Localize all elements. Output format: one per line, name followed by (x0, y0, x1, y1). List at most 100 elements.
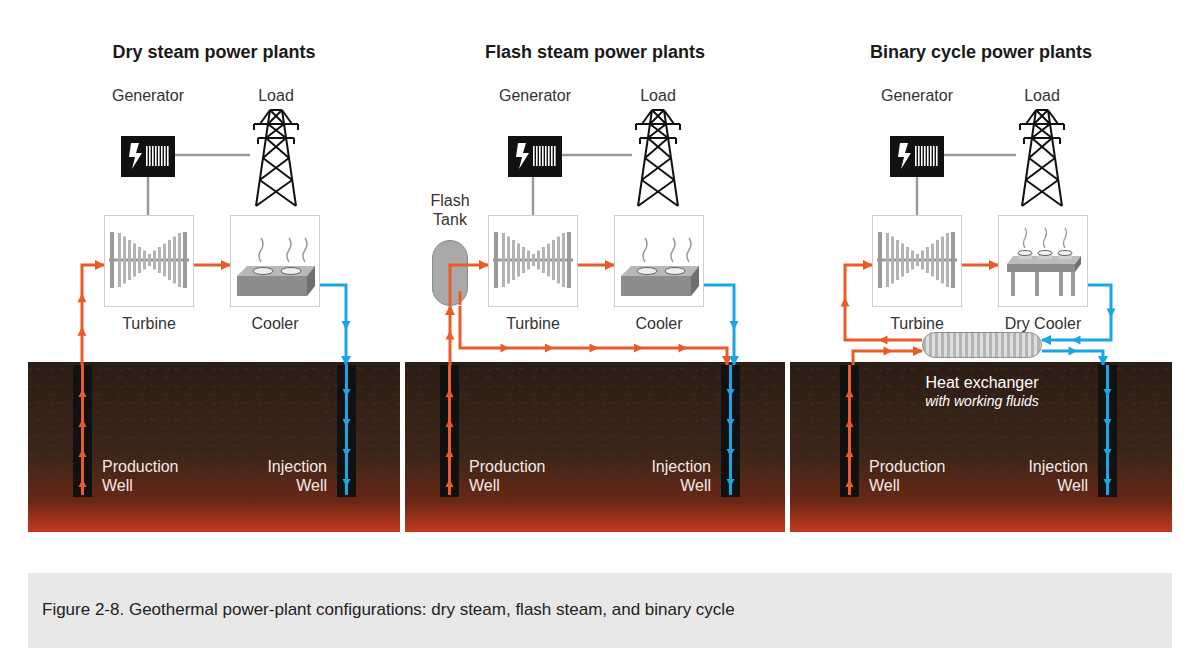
turbine-icon (489, 216, 576, 305)
flow-arrow (545, 344, 554, 353)
flow-arrow (1072, 336, 1081, 345)
node-label: Load (258, 86, 294, 105)
node-label: Cooler (251, 314, 298, 333)
connector-path (147, 177, 150, 215)
node-label: Flash Tank (430, 191, 469, 229)
hot-fluid-line (578, 265, 614, 266)
load-tower: Load (632, 108, 684, 208)
dry-cooler-icon (999, 216, 1086, 305)
flow-arrow (501, 344, 510, 353)
generator-icon (121, 136, 173, 175)
transmission-tower (250, 108, 302, 208)
well-flow (1098, 365, 1117, 497)
well-flow (721, 365, 740, 497)
node-label: Turbine (122, 314, 176, 333)
transmission-tower (632, 108, 684, 208)
panel-title: Flash steam power plants (405, 42, 785, 64)
node-label: Dry Cooler (1005, 314, 1081, 333)
connector-path (916, 177, 919, 215)
node-label: Production Well (102, 457, 179, 495)
turbine-box: Turbine (488, 215, 578, 307)
generator-box: Generator (890, 136, 944, 177)
power-line (533, 177, 534, 215)
injection-well: Injection Well (1098, 365, 1117, 497)
node-label: Turbine (890, 314, 944, 333)
dry-cooler-box: Dry Cooler (998, 215, 1088, 307)
flow-arrow (78, 293, 87, 302)
cooler-icon (615, 216, 702, 305)
hot-fluid-line (853, 347, 922, 366)
injection-well: Injection Well (721, 365, 740, 497)
node-label: Load (1024, 86, 1060, 105)
plant-panel: Binary cycle power plantsGeneratorLoadTu… (790, 20, 1172, 535)
connector-path (532, 177, 535, 215)
node-label: Generator (112, 86, 184, 105)
power-line (148, 177, 149, 215)
cold-fluid-line (1042, 347, 1103, 366)
hot-fluid-line (460, 306, 727, 365)
connector-path (562, 154, 632, 157)
flow-arrow (730, 321, 739, 330)
production-well: Production Well (73, 365, 92, 497)
connector-path (194, 264, 230, 267)
transmission-tower (1016, 108, 1068, 208)
panel-title: Dry steam power plants (28, 42, 400, 64)
plant-panel: Dry steam power plantsGeneratorLoadTurbi… (28, 20, 400, 535)
flow-arrow (679, 344, 688, 353)
generator-box: Generator (121, 136, 175, 177)
cooler-box: Cooler (230, 215, 320, 307)
flow-arrow (634, 344, 643, 353)
hot-fluid-line (962, 265, 998, 266)
flow-arrow (78, 327, 87, 336)
turbine-icon (105, 216, 192, 305)
load-tower: Load (250, 108, 302, 208)
flow-arrow (1107, 309, 1116, 318)
power-line (944, 155, 1016, 156)
well-flow (337, 365, 356, 497)
connector-path (175, 154, 250, 157)
node-label: with working fluids (925, 393, 1039, 410)
cooler-icon (231, 216, 318, 305)
well-flow (73, 365, 92, 497)
connector-path (82, 265, 104, 365)
node-label: Generator (881, 86, 953, 105)
hot-fluid-line (446, 306, 455, 365)
hot-fluid-line (78, 265, 105, 365)
generator-box: Generator (508, 136, 562, 177)
connector-path (578, 264, 614, 267)
power-line (562, 155, 632, 156)
flow-arrow (1069, 347, 1078, 356)
cold-fluid-line (704, 285, 739, 365)
production-well: Production Well (440, 365, 459, 497)
plant-panel: Flash steam power plantsGeneratorLoadFla… (405, 20, 785, 535)
flow-arrow (342, 321, 351, 330)
flow-arrow (590, 344, 599, 353)
well-flow (440, 365, 459, 497)
load-tower: Load (1016, 108, 1068, 208)
node-label: Generator (499, 86, 571, 105)
well-flow (840, 365, 859, 497)
connector-path (320, 285, 346, 365)
generator-icon (508, 136, 560, 175)
ground-band (790, 362, 1172, 532)
connector-path (468, 264, 488, 267)
heat-exchanger: Heat exchangerwith working fluids (922, 332, 1042, 358)
node-label: Injection Well (267, 457, 327, 495)
cold-fluid-line (320, 285, 351, 365)
turbine-box: Turbine (872, 215, 962, 307)
generator-icon (890, 136, 942, 175)
node-label: Injection Well (651, 457, 711, 495)
connector-path (962, 264, 998, 267)
power-line (917, 177, 918, 215)
connector-path (460, 306, 727, 365)
caption-band (28, 573, 1172, 648)
connector-path (704, 285, 734, 365)
figure-caption: Figure 2-8. Geothermal power-plant confi… (42, 600, 735, 620)
cooler-box: Cooler (614, 215, 704, 307)
flash-tank-flow (433, 241, 467, 305)
power-line (175, 155, 250, 156)
node-label: Cooler (635, 314, 682, 333)
flow-arrow (446, 331, 455, 340)
node-label: Production Well (869, 457, 946, 495)
